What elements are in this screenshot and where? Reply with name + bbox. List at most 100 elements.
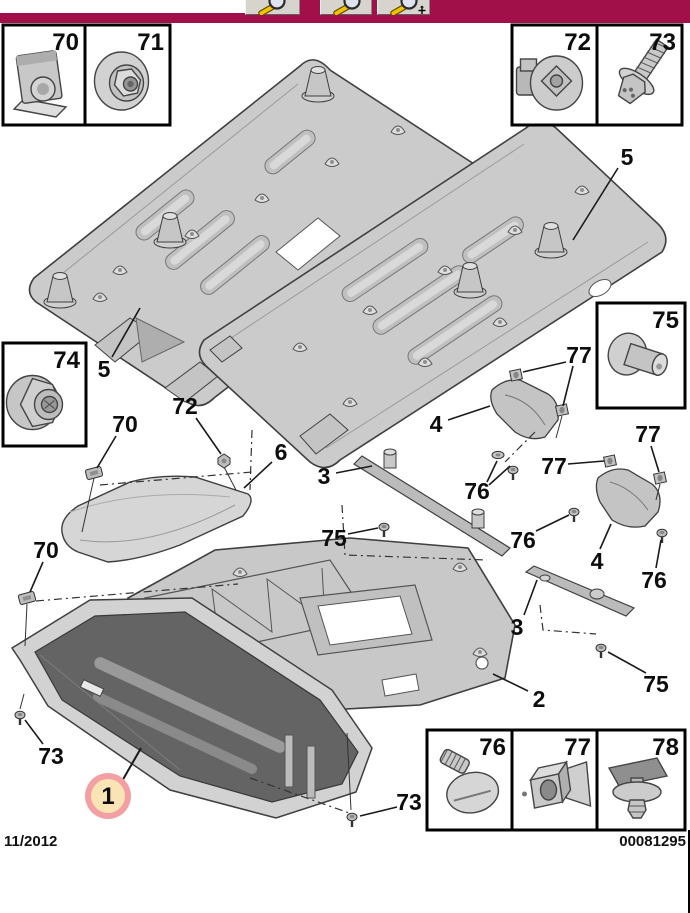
svg-text:76: 76 — [510, 527, 536, 553]
fastener-glyph-clip70 — [84, 466, 104, 480]
part-label-77[interactable]: 77 — [541, 453, 605, 479]
fastener-glyph-clip70 — [17, 591, 37, 605]
svg-text:77: 77 — [566, 342, 592, 368]
leader-line — [488, 465, 511, 486]
part-label-77[interactable]: 77 — [522, 342, 592, 373]
fastener-glyph-screw76 — [568, 507, 580, 522]
part-label-76[interactable]: 76 — [464, 460, 498, 504]
selected-part-marker[interactable]: 1 — [85, 747, 142, 819]
svg-text:6: 6 — [275, 439, 288, 465]
zoom-pan-button[interactable] — [377, 0, 430, 15]
svg-text:4: 4 — [430, 411, 443, 437]
callout-box-70[interactable]: 70 — [1, 23, 87, 127]
part-label-3[interactable]: 3 — [318, 463, 373, 489]
part-label-72[interactable]: 72 — [172, 393, 222, 455]
fastener-glyph-nut72 — [217, 453, 231, 469]
svg-text:4: 4 — [591, 548, 604, 574]
callout-box-label: 74 — [53, 347, 80, 374]
fastener-glyph-screw73 — [14, 710, 26, 725]
magnifier-pan-icon — [390, 0, 426, 15]
crossbar-3-upper-shape — [353, 448, 511, 557]
svg-text:76: 76 — [641, 567, 667, 593]
callout-box-label: 78 — [652, 734, 679, 761]
callout-box-label: 70 — [52, 29, 79, 56]
callout-box-77[interactable]: 77 — [510, 728, 599, 832]
toolbar-notch — [0, 0, 245, 13]
fastener-glyph-clip77 — [554, 403, 570, 417]
svg-text:5: 5 — [98, 356, 111, 382]
deflector-6-shape — [61, 475, 252, 563]
part-label-73[interactable]: 73 — [24, 719, 64, 769]
svg-text:73: 73 — [38, 743, 64, 769]
callout-box-72[interactable]: 72 — [510, 23, 599, 127]
svg-text:70: 70 — [112, 411, 138, 437]
part-label-6[interactable]: 6 — [243, 439, 288, 489]
part-label-4[interactable]: 4 — [430, 405, 491, 437]
alignment-lines — [19, 415, 661, 815]
page-edge-line — [688, 830, 690, 913]
zoom-in-button[interactable] — [245, 0, 300, 15]
crossbar-3-lower-shape — [524, 565, 636, 617]
part-label-75[interactable]: 75 — [607, 651, 669, 697]
document-number: 00081295 — [619, 833, 686, 850]
callout-box-label: 71 — [137, 29, 164, 56]
fastener-glyph-screw73 — [346, 812, 358, 827]
shield-5-left-shape — [28, 59, 485, 407]
svg-text:5: 5 — [621, 144, 634, 170]
svg-text:75: 75 — [321, 525, 347, 551]
fastener-glyph-screw76 — [656, 528, 668, 543]
callout-box-label: 76 — [479, 734, 506, 761]
part-label-76[interactable]: 76 — [510, 514, 570, 553]
zoom-out-button[interactable] — [320, 0, 372, 15]
toolbar — [0, 0, 690, 23]
fastener-glyph-screw75 — [595, 643, 607, 658]
svg-text:3: 3 — [511, 614, 524, 640]
fastener-glyph-clip77 — [652, 471, 668, 485]
part-label-76[interactable]: 76 — [641, 539, 667, 593]
bracket-4-right-shape — [595, 468, 661, 528]
part-label-70[interactable]: 70 — [96, 411, 138, 469]
svg-text:73: 73 — [396, 789, 422, 815]
fastener-glyph-washer76 — [491, 450, 505, 460]
callout-box-label: 72 — [564, 29, 591, 56]
undershield-1-shape — [10, 597, 373, 819]
callout-box-74[interactable]: 74 — [1, 341, 88, 448]
part-label-2[interactable]: 2 — [492, 673, 546, 712]
fastener-glyph-clip77 — [602, 454, 618, 468]
callout-box-label: 73 — [649, 29, 676, 56]
part-label-4[interactable]: 4 — [591, 523, 612, 574]
callout-box-78[interactable]: 78 — [595, 728, 687, 832]
svg-text:76: 76 — [464, 478, 490, 504]
svg-text:72: 72 — [172, 393, 198, 419]
magnifier-icon — [333, 0, 361, 15]
svg-text:70: 70 — [33, 537, 59, 563]
callout-box-71[interactable]: 71 — [83, 23, 172, 127]
callout-box-label: 75 — [652, 307, 679, 334]
part-label-5[interactable]: 5 — [98, 307, 141, 382]
svg-text:77: 77 — [541, 453, 567, 479]
part-label-75[interactable]: 75 — [321, 525, 379, 551]
fastener-glyph-screw76 — [507, 465, 519, 480]
part-label-77[interactable]: 77 — [635, 421, 661, 473]
shield-5-right-shape — [198, 121, 667, 469]
part-label-5[interactable]: 5 — [572, 144, 634, 241]
part-label-73[interactable]: 73 — [359, 789, 422, 817]
svg-text:77: 77 — [635, 421, 661, 447]
svg-text:75: 75 — [643, 671, 669, 697]
edition-date: 11/2012 — [4, 833, 58, 850]
part-label-3[interactable]: 3 — [511, 579, 538, 640]
callout-box-75[interactable]: 75 — [595, 301, 687, 410]
magnifier-icon — [258, 0, 286, 15]
callout-box-73[interactable]: 73 — [595, 23, 684, 127]
bracket-4-left-shape — [490, 379, 559, 440]
fastener-glyph-clip77 — [508, 368, 524, 382]
svg-text:3: 3 — [318, 463, 331, 489]
leader-line — [562, 365, 574, 407]
svg-text:2: 2 — [533, 686, 546, 712]
callout-box-label: 77 — [564, 734, 591, 761]
callout-box-76[interactable]: 76 — [425, 728, 514, 832]
fastener-glyph-screw75 — [378, 522, 390, 537]
part-label-70[interactable]: 70 — [29, 537, 59, 593]
